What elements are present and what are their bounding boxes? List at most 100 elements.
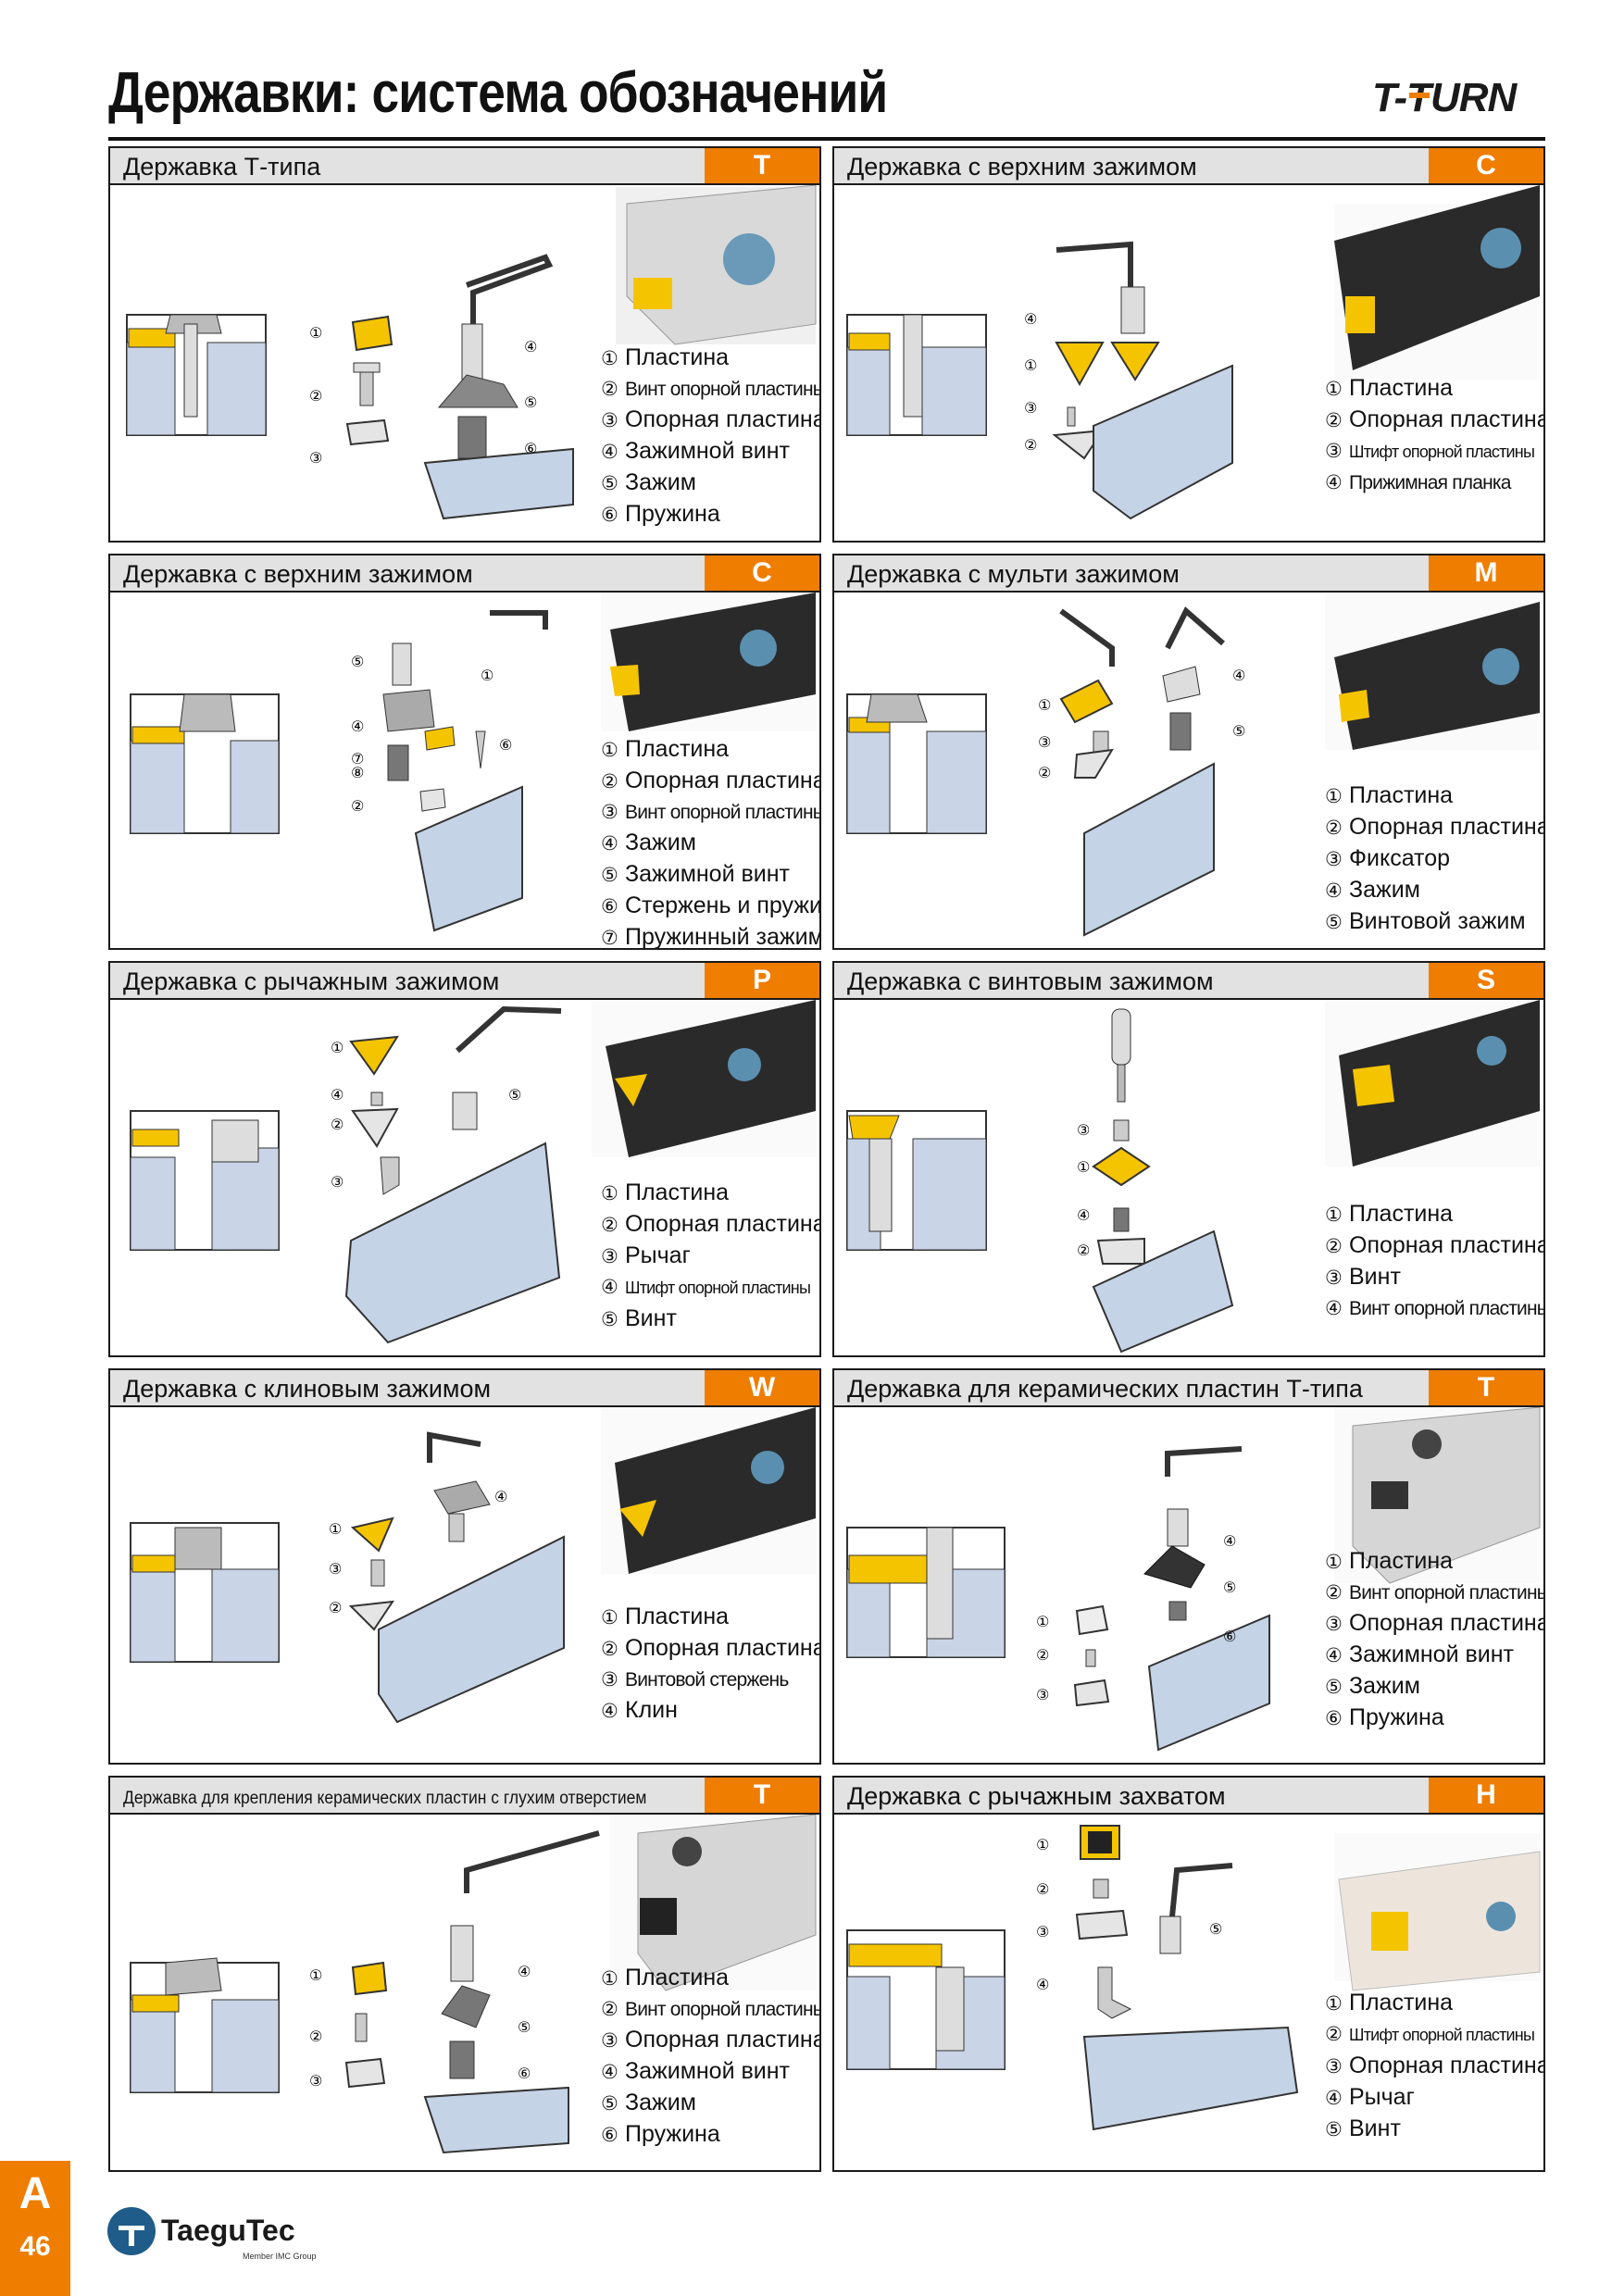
svg-text:①: ① bbox=[1036, 1836, 1049, 1853]
svg-text:②: ② bbox=[309, 387, 322, 405]
svg-text:①: ① bbox=[1024, 356, 1037, 374]
insert-icon bbox=[351, 315, 394, 352]
svg-text:④: ④ bbox=[518, 1963, 531, 1980]
holder-photo bbox=[1334, 1833, 1541, 1991]
svg-text:④: ④ bbox=[1223, 1532, 1236, 1550]
panel-code-badge: H bbox=[1429, 1778, 1543, 1813]
cross-section-icon bbox=[130, 1957, 280, 2093]
svg-text:③: ③ bbox=[329, 1560, 342, 1578]
panel-title: Державка с клиновым зажимом bbox=[123, 1375, 492, 1403]
insert-icon bbox=[350, 1516, 394, 1553]
clamp-screw-icon bbox=[1120, 286, 1145, 334]
svg-text:③: ③ bbox=[1038, 733, 1051, 751]
company-name: TaeguTec bbox=[161, 2214, 295, 2247]
svg-text:⑥: ⑥ bbox=[518, 2065, 531, 2082]
clamp-screw-icon bbox=[450, 1925, 474, 1982]
panel-code-badge: T bbox=[1429, 1370, 1543, 1405]
panel-title: Державка с мульти зажимом bbox=[847, 560, 1180, 588]
panel-code-badge: C bbox=[1429, 148, 1543, 183]
svg-text:④: ④ bbox=[1036, 1976, 1049, 1993]
section-tab bbox=[0, 2161, 70, 2296]
clamp-screw-icon bbox=[392, 643, 412, 686]
taegutec-logo: TaeguTec Member IMC Group bbox=[107, 2207, 317, 2261]
holder-body-icon bbox=[1092, 1229, 1234, 1354]
hex-key-icon bbox=[1056, 241, 1133, 287]
svg-text:③: ③ bbox=[331, 1173, 344, 1191]
shim-icon bbox=[345, 418, 390, 446]
svg-text:①: ① bbox=[331, 1039, 344, 1056]
svg-text:④: ④ bbox=[1024, 310, 1037, 328]
svg-text:②: ② bbox=[351, 797, 364, 815]
svg-text:①: ① bbox=[309, 324, 322, 342]
holder-photo bbox=[1325, 593, 1540, 750]
shim-icon bbox=[348, 1600, 395, 1631]
brand-text: T-TURN bbox=[1372, 75, 1518, 120]
screwdriver-icon bbox=[1111, 1008, 1131, 1103]
clamp-icon bbox=[1143, 1545, 1206, 1589]
holder-body-icon bbox=[423, 447, 574, 520]
svg-text:⑧: ⑧ bbox=[351, 764, 364, 781]
cross-section-icon bbox=[846, 1110, 987, 1251]
svg-text:④: ④ bbox=[524, 338, 537, 356]
panel-header: Державка с мульти зажимом M bbox=[834, 555, 1543, 593]
svg-text:⑤: ⑤ bbox=[1223, 1578, 1236, 1596]
shim-icon bbox=[1073, 1678, 1110, 1707]
spring-icon bbox=[457, 416, 487, 459]
insert-icon bbox=[1075, 1604, 1109, 1636]
t-turn-logo: T-TURN bbox=[1372, 75, 1519, 120]
svg-text:⑤: ⑤ bbox=[524, 393, 537, 411]
panel-header: Державка с рычажным захватом H bbox=[834, 1778, 1543, 1815]
screw-clamp-icon bbox=[1169, 712, 1192, 751]
svg-text:④: ④ bbox=[351, 718, 364, 735]
clamp-icon bbox=[1162, 666, 1201, 703]
panel-title: Державка с верхним зажимом bbox=[847, 153, 1197, 181]
title-rule bbox=[108, 137, 1545, 141]
svg-text:②: ② bbox=[1036, 1880, 1049, 1898]
panel-title: Державка для крепления керамических плас… bbox=[123, 1789, 647, 1808]
lever-icon bbox=[1097, 1966, 1132, 2019]
svg-text:⑤: ⑤ bbox=[351, 653, 364, 670]
svg-text:②: ② bbox=[329, 1599, 342, 1616]
panel-header: Державка с клиновым зажимом W bbox=[110, 1370, 819, 1407]
holder-body-icon bbox=[344, 1142, 561, 1344]
svg-text:①: ① bbox=[1036, 1613, 1049, 1630]
svg-text:③: ③ bbox=[309, 449, 322, 467]
panel-title: Державка Т-типа bbox=[123, 153, 321, 181]
panel-header: Державка для крепления керамических плас… bbox=[110, 1778, 819, 1815]
hex-key-icon bbox=[490, 610, 548, 630]
